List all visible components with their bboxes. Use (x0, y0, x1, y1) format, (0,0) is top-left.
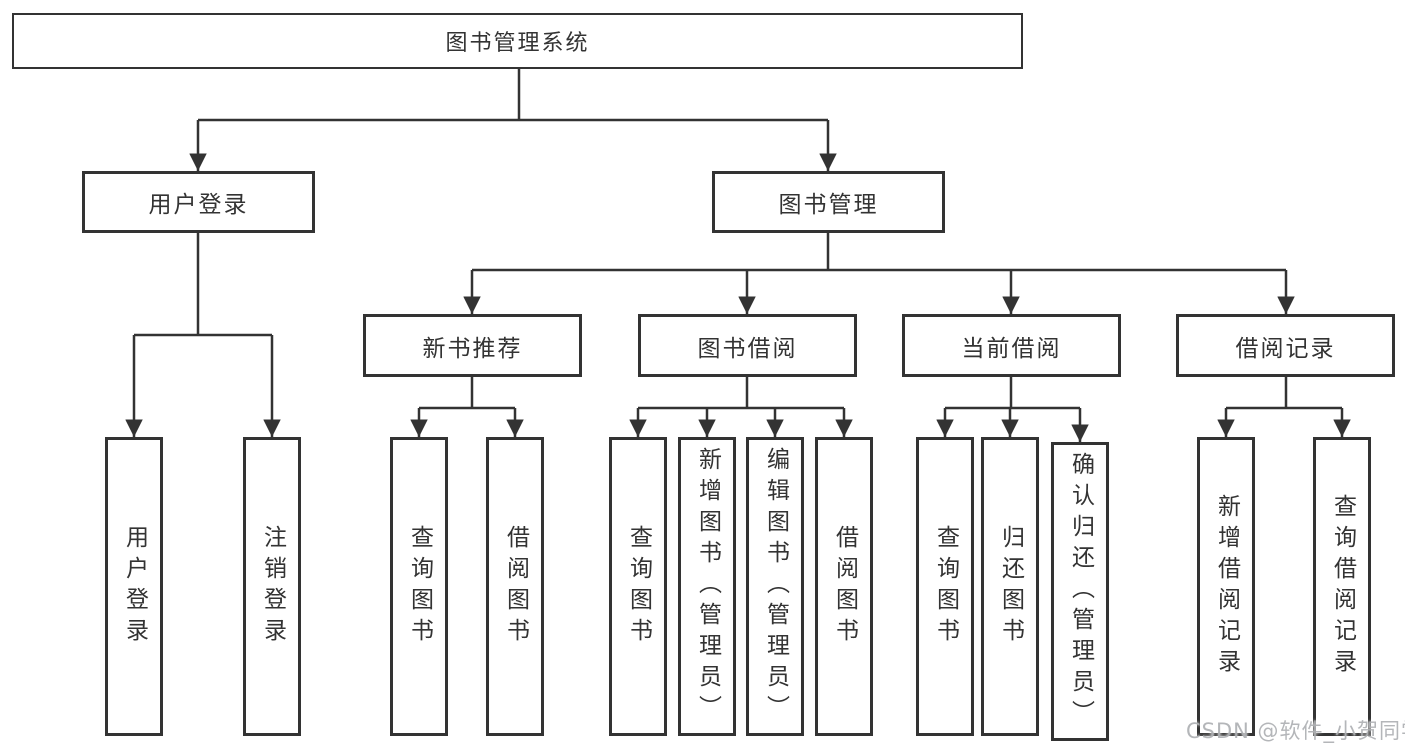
leaf-borrowing-query-books-label: 查询图书 (625, 524, 652, 649)
leaf-borrowing-query-books: 查询图书 (609, 437, 667, 736)
node-book-borrowing: 图书借阅 (638, 314, 857, 377)
node-book-management: 图书管理 (712, 171, 945, 233)
leaf-borrowing-borrow-books-label: 借阅图书 (831, 524, 858, 649)
csdn-watermark: CSDN @软件_小贺同学 (1186, 719, 1405, 743)
leaf-current-query-books-label: 查询图书 (932, 524, 959, 649)
leaf-recommend-borrow-books-label: 借阅图书 (502, 524, 529, 649)
leaf-logout: 注销登录 (243, 437, 301, 736)
node-library-system-label: 图书管理系统 (445, 31, 590, 56)
node-borrowing-records: 借阅记录 (1176, 314, 1395, 377)
leaf-return-books-label: 归还图书 (997, 524, 1024, 649)
leaf-user-login: 用户登录 (105, 437, 163, 736)
node-book-management-label: 图书管理 (778, 192, 879, 218)
leaf-add-books-admin-label: 新增图书（管理员） (694, 447, 721, 726)
leaf-recommend-query-books: 查询图书 (390, 437, 448, 736)
node-new-book-recommend-label: 新书推荐 (422, 335, 523, 362)
leaf-return-books: 归还图书 (981, 437, 1039, 736)
leaf-current-query-books: 查询图书 (916, 437, 974, 736)
leaf-add-borrow-record-label: 新增借阅记录 (1213, 493, 1240, 680)
leaf-user-login-label: 用户登录 (121, 524, 148, 649)
leaf-query-borrow-record-label: 查询借阅记录 (1329, 493, 1356, 680)
leaf-confirm-return-admin: 确认归还（管理员） (1051, 442, 1109, 741)
leaf-recommend-query-books-label: 查询图书 (406, 524, 433, 649)
node-user-login: 用户登录 (82, 171, 315, 233)
leaf-edit-books-admin: 编辑图书（管理员） (746, 437, 804, 736)
leaf-query-borrow-record: 查询借阅记录 (1313, 437, 1371, 736)
leaf-add-books-admin: 新增图书（管理员） (678, 437, 736, 736)
node-library-system: 图书管理系统 (12, 13, 1023, 69)
node-borrowing-records-label: 借阅记录 (1235, 335, 1336, 362)
leaf-edit-books-admin-label: 编辑图书（管理员） (762, 447, 789, 726)
node-book-borrowing-label: 图书借阅 (697, 335, 798, 362)
leaf-confirm-return-admin-label: 确认归还（管理员） (1067, 452, 1094, 731)
leaf-add-borrow-record: 新增借阅记录 (1197, 437, 1255, 736)
node-user-login-label: 用户登录 (148, 192, 249, 218)
node-current-borrowing: 当前借阅 (902, 314, 1121, 377)
node-new-book-recommend: 新书推荐 (363, 314, 582, 377)
leaf-borrowing-borrow-books: 借阅图书 (815, 437, 873, 736)
leaf-recommend-borrow-books: 借阅图书 (486, 437, 544, 736)
leaf-logout-label: 注销登录 (259, 524, 286, 649)
node-current-borrowing-label: 当前借阅 (961, 335, 1062, 362)
